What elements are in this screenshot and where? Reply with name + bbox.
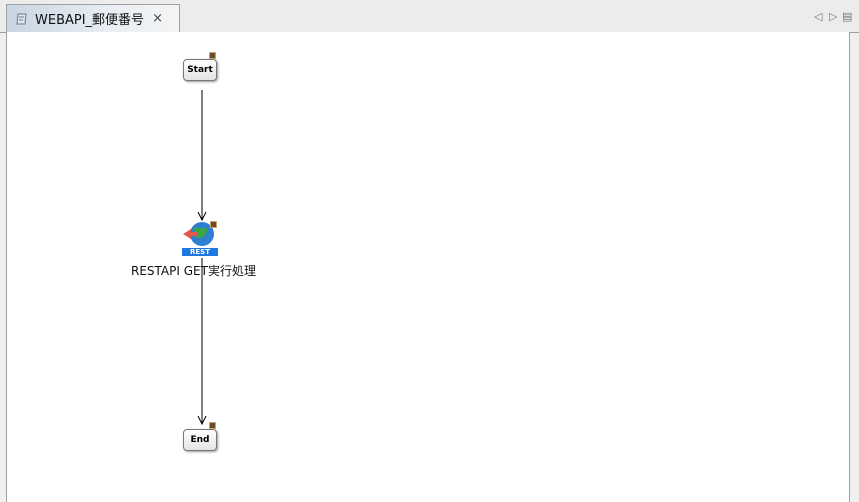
start-node[interactable]: Start [183,59,217,81]
rest-badge: REST [182,248,218,256]
flow-canvas[interactable]: Start REST RESTAPI GET実行処理 End [6,32,850,502]
connectors [197,90,207,426]
script-icon [16,13,27,24]
tab-webapi[interactable]: WEBAPI_郵便番号 × [6,4,180,32]
arrow-head [197,211,207,222]
rest-node[interactable]: REST [181,220,219,258]
previous-icon[interactable]: ◁ [814,10,823,23]
arrow-head [197,415,207,426]
node-marker-icon [210,221,217,228]
end-node[interactable]: End [183,429,217,451]
editor-tab-bar: WEBAPI_郵便番号 × ◁ ▷ ▤ [0,0,859,33]
menu-icon[interactable]: ▤ [842,10,853,23]
node-marker-icon [209,52,216,59]
rest-node-label: RESTAPI GET実行処理 [131,264,256,278]
next-icon[interactable]: ▷ [829,10,838,23]
tab-title: WEBAPI_郵便番号 [35,13,145,28]
globe-icon [183,222,214,246]
node-marker-icon [209,422,216,429]
close-tab-button[interactable]: × [152,11,163,26]
